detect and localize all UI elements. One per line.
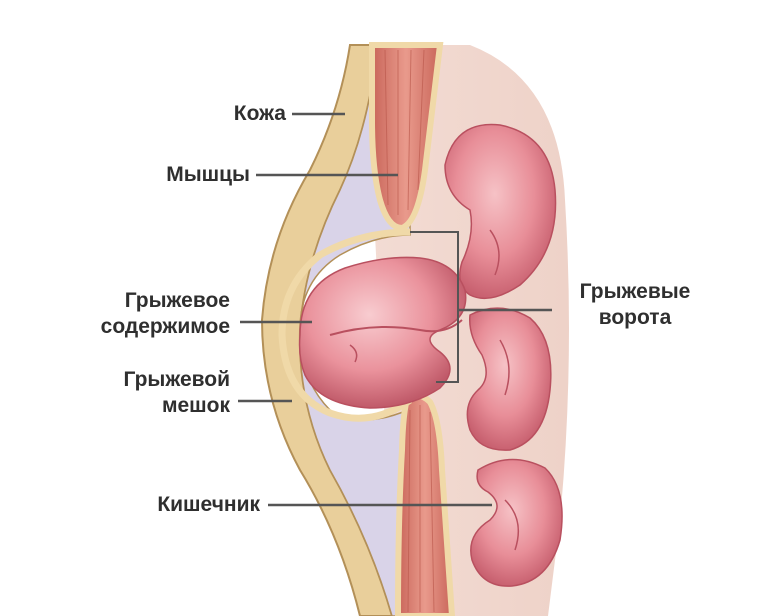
label-hernia-content-line2: содержимое — [100, 315, 230, 338]
label-hernia-gate-line1: Грыжевые — [579, 280, 691, 303]
label-hernia-sac-line2: мешок — [161, 394, 230, 417]
intestine-fold — [329, 319, 463, 336]
lower-muscle-fibers — [407, 405, 435, 613]
intestine-loop-upper — [444, 123, 557, 300]
hernia-sac — [278, 228, 413, 422]
intestine-fold-5 — [504, 499, 520, 551]
intestine-fold-3 — [489, 229, 500, 276]
label-intestine: Кишечник — [157, 493, 260, 516]
hernia-gate-bracket — [410, 231, 459, 383]
label-hernia-sac: Грыжевой мешок — [60, 367, 230, 419]
label-hernia-gate: Грыжевые ворота — [555, 279, 715, 331]
label-hernia-content: Грыжевое содержимое — [40, 288, 230, 340]
label-hernia-content-line1: Грыжевое — [124, 289, 230, 312]
label-hernia-sac-line1: Грыжевой — [123, 368, 230, 391]
intestine-fold-2 — [349, 344, 358, 363]
label-hernia-gate-line2: ворота — [598, 306, 672, 329]
herniated-intestine — [298, 256, 467, 409]
label-skin: Кожа — [233, 102, 286, 125]
upper-muscle — [369, 42, 444, 232]
intestine-fold-4 — [499, 339, 510, 396]
intestine-loop-lower — [470, 458, 563, 587]
label-muscles: Мышцы — [166, 163, 250, 186]
upper-muscle-fibers — [384, 49, 425, 215]
